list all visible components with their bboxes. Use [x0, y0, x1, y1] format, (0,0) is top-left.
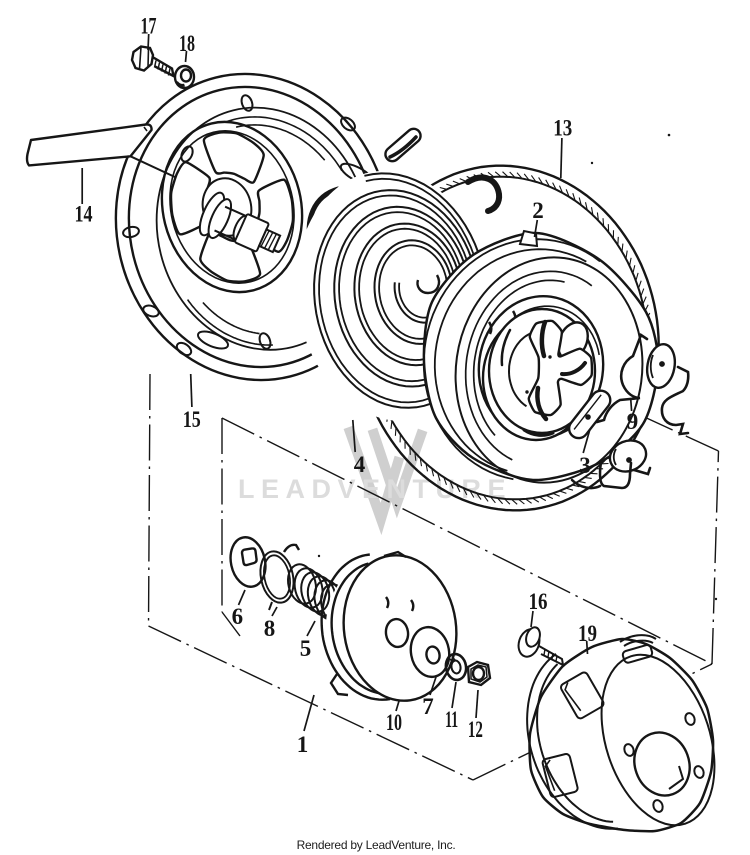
svg-text:LEADVENTURE: LEADVENTURE: [238, 474, 512, 504]
svg-text:15: 15: [183, 407, 201, 432]
svg-text:10: 10: [386, 710, 402, 735]
svg-text:4: 4: [354, 452, 366, 477]
svg-text:9: 9: [627, 409, 639, 434]
svg-text:19: 19: [578, 621, 597, 646]
svg-text:7: 7: [422, 694, 434, 719]
svg-text:1: 1: [297, 732, 309, 757]
svg-text:Rendered by LeadVenture, Inc.: Rendered by LeadVenture, Inc.: [297, 838, 456, 852]
svg-text:5: 5: [300, 636, 312, 661]
svg-text:16: 16: [529, 589, 548, 614]
svg-text:17: 17: [141, 13, 157, 38]
svg-text:14: 14: [75, 201, 93, 226]
svg-text:8: 8: [264, 616, 276, 641]
svg-text:12: 12: [468, 717, 483, 742]
svg-text:11: 11: [445, 707, 458, 732]
svg-text:18: 18: [179, 31, 195, 56]
svg-text:2: 2: [532, 198, 544, 223]
svg-text:13: 13: [553, 115, 572, 140]
svg-text:6: 6: [232, 604, 244, 629]
svg-text:3: 3: [579, 453, 591, 478]
